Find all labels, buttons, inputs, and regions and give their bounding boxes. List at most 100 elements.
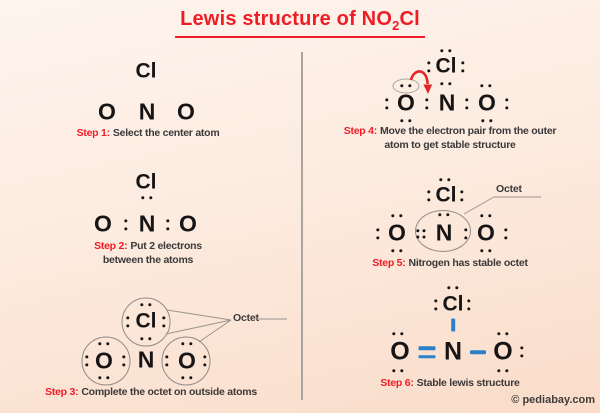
electron-pair — [391, 249, 402, 252]
step-4-caption: Step 4:Move the electron pair from the o… — [343, 125, 558, 153]
electron-pair — [480, 249, 491, 252]
electron-pair — [98, 376, 109, 379]
atom-cl: Cl — [135, 170, 157, 194]
step-4-text: Move the electron pair from the outer at… — [379, 125, 557, 151]
electron-pair — [98, 342, 109, 345]
electron-pair — [438, 213, 449, 216]
atom-o: O — [388, 219, 406, 246]
atom-cl: Cl — [135, 59, 157, 83]
step-4-label: Step 4: — [343, 125, 378, 137]
step-3-text: Complete the octet on outside atoms — [81, 386, 257, 398]
step-5-caption: Step 5:Nitrogen has stable octet — [372, 257, 528, 271]
electron-pair — [126, 316, 129, 327]
electron-pair — [460, 190, 463, 201]
step-3-caption: Step 3:Complete the octet on outside ato… — [45, 386, 257, 400]
electron-pair — [440, 49, 451, 52]
electron-pair — [427, 190, 430, 201]
step-1-label: Step 1: — [76, 127, 111, 139]
electron-pair — [141, 196, 152, 199]
electron-pair — [376, 228, 379, 239]
electron-pair — [181, 342, 192, 345]
electron-pair — [425, 98, 428, 109]
electron-pair — [392, 332, 403, 335]
atom-o: O — [178, 347, 196, 374]
electron-pair — [165, 355, 168, 366]
step-6-text: Stable lewis structure — [416, 377, 520, 389]
atom-o: O — [179, 210, 197, 237]
electron-pair — [385, 98, 388, 109]
step-1-caption: Step 1:Select the center atom — [77, 127, 220, 141]
electron-pair — [505, 98, 508, 109]
octet-ellipse-n — [415, 210, 471, 252]
atom-cl: Cl — [435, 54, 457, 78]
double-bond-o-n — [418, 354, 436, 359]
atom-o: O — [493, 337, 513, 366]
electron-pair — [480, 214, 491, 217]
electron-pair — [439, 178, 450, 181]
title-text-suffix: Cl — [399, 8, 420, 30]
electron-pair — [122, 355, 125, 366]
title-subscript: 2 — [392, 18, 400, 33]
atom-n: N — [138, 210, 156, 237]
electron-pair — [140, 337, 151, 340]
atom-o: O — [478, 89, 496, 116]
atom-o: O — [98, 98, 116, 125]
single-bond-n-o — [470, 350, 486, 354]
electron-pair — [85, 355, 88, 366]
electron-pair — [497, 332, 508, 335]
single-bond-cl-n — [451, 318, 455, 332]
atom-n: N — [443, 337, 463, 366]
electron-pair-moving — [400, 84, 411, 87]
atom-n: N — [137, 346, 155, 373]
electron-pair — [520, 346, 523, 357]
atom-cl: Cl — [435, 183, 457, 207]
electron-pair — [461, 61, 464, 72]
electron-pair — [497, 369, 508, 372]
atom-o: O — [390, 337, 410, 366]
atom-n: N — [438, 89, 456, 116]
atom-o: O — [177, 98, 195, 125]
double-bond-o-n — [418, 346, 436, 350]
title-text: Lewis structure of NO — [180, 8, 393, 30]
electron-pair — [124, 219, 127, 230]
step-1-text: Select the center atom — [112, 127, 220, 139]
step-6-label: Step 6: — [380, 377, 414, 389]
electron-pair — [203, 355, 206, 366]
watermark: © pediabay.com — [511, 394, 595, 406]
step-5-label: Step 5: — [372, 257, 406, 269]
atom-n: N — [435, 219, 453, 246]
electron-pair — [465, 98, 468, 109]
octet-circle-o-right — [161, 336, 211, 386]
electron-quad-double-bond — [416, 229, 420, 233]
electron-pair — [391, 214, 402, 217]
electron-pair — [400, 119, 411, 122]
octet-label: Octet — [233, 312, 259, 324]
electron-pair — [166, 219, 169, 230]
step-2-text: Put 2 electrons between the atoms — [102, 240, 202, 266]
step-2-label: Step 2: — [94, 240, 128, 252]
octet-label: Octet — [496, 183, 522, 195]
step-5-text: Nitrogen has stable octet — [408, 257, 528, 269]
electron-pair — [481, 119, 492, 122]
electron-pair — [162, 316, 165, 327]
electron-pair — [427, 61, 430, 72]
atom-o: O — [477, 219, 495, 246]
electron-pair — [480, 84, 491, 87]
step-6-caption: Step 6:Stable lewis structure — [380, 377, 520, 391]
step-2-caption: Step 2:Put 2 electrons between the atoms — [73, 240, 223, 268]
atom-o: O — [397, 89, 415, 116]
electron-pair — [434, 299, 437, 310]
page-title: Lewis structure of NO2Cl — [175, 8, 425, 38]
electron-pair — [440, 82, 451, 85]
atom-cl: Cl — [135, 309, 157, 333]
octet-circle-o-left — [81, 336, 131, 386]
electron-pair — [447, 286, 458, 289]
electron-pair — [140, 303, 151, 306]
atom-cl: Cl — [442, 292, 464, 316]
atom-o: O — [94, 210, 112, 237]
electron-pair — [464, 228, 467, 239]
electron-pair — [392, 369, 403, 372]
moving-pair-highlight-ellipse — [392, 78, 420, 94]
atom-n: N — [138, 98, 156, 125]
